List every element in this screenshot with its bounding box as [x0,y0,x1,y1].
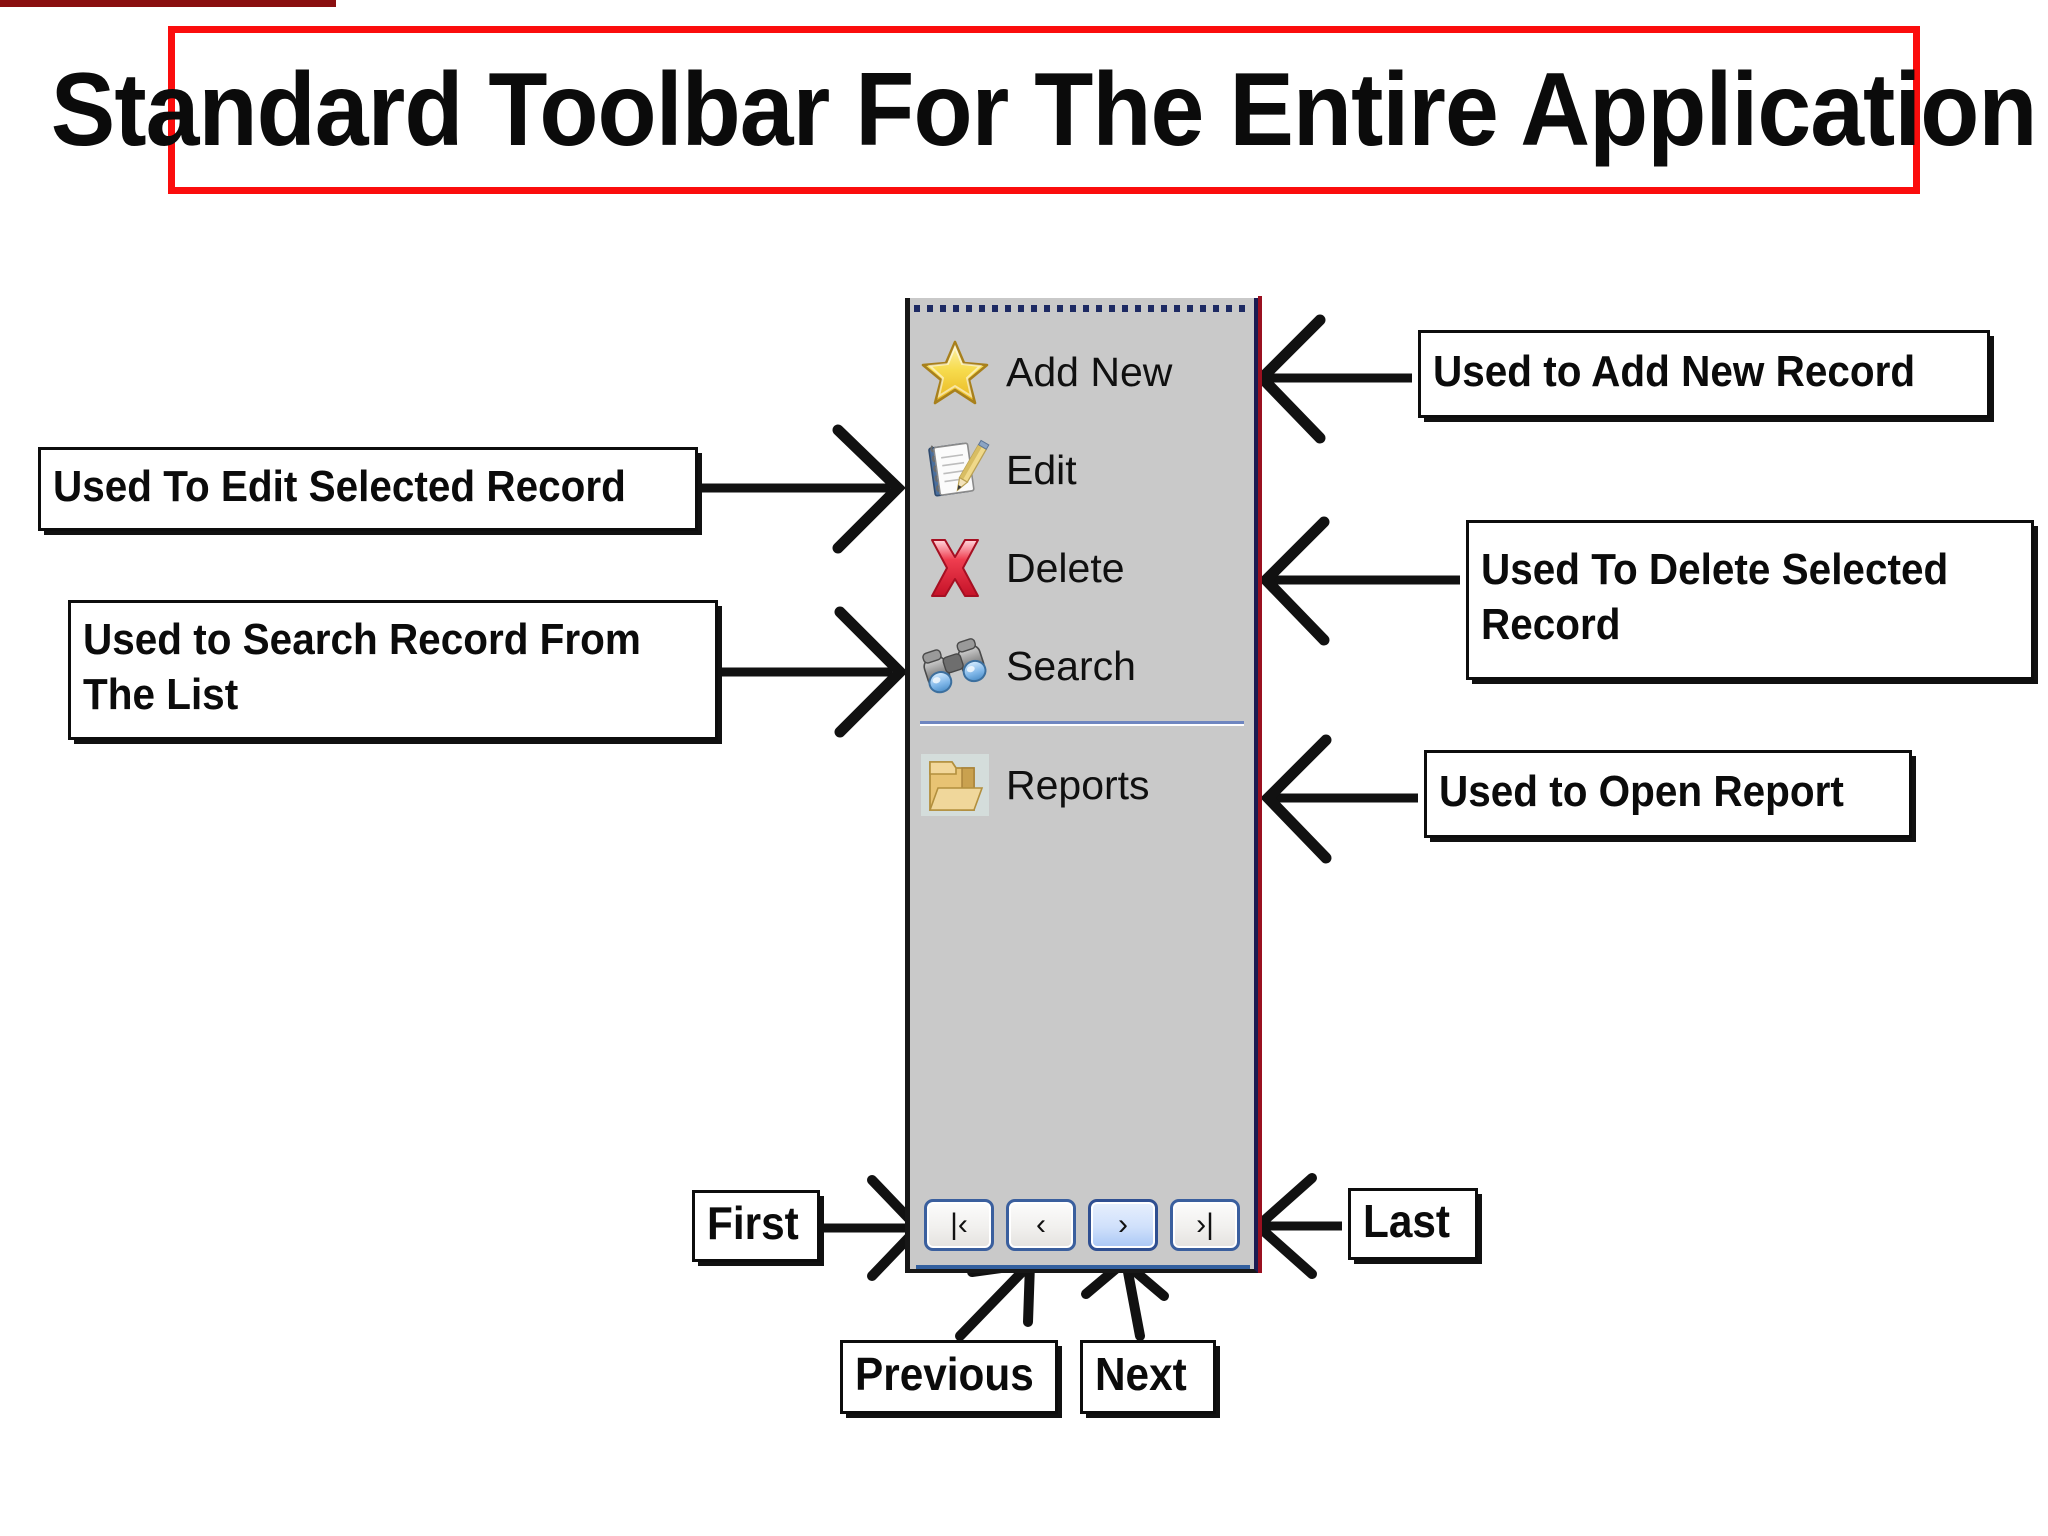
callout-add-new-text: Used to Add New Record [1433,346,1916,396]
toolbar-label-reports: Reports [1006,761,1150,808]
red-x-icon [918,531,992,605]
nav-next-glyph: › [1118,1208,1128,1241]
callout-delete-line2: Record [1481,600,1621,649]
star-icon [918,335,992,409]
callout-search: Used to Search Record From The List [68,600,718,740]
top-red-rule [0,0,336,7]
toolbar-label-add-new: Add New [1006,348,1173,395]
nav-button-last[interactable]: ›| [1170,1199,1240,1251]
callout-previous: Previous [840,1340,1058,1414]
nav-button-next[interactable]: › [1088,1199,1158,1251]
nav-button-previous[interactable]: ‹ [1006,1199,1076,1251]
toolbar-filler [910,834,1254,1199]
binoculars-icon [918,629,992,703]
nav-last-glyph: ›| [1196,1208,1214,1241]
toolbar-item-edit[interactable]: Edit [910,421,1254,519]
notebook-pencil-icon [918,433,992,507]
callout-first-text: First [707,1197,799,1250]
toolbar-item-list: Add New [910,319,1254,834]
page-title-box: Standard Toolbar For The Entire Applicat… [51,26,2038,194]
record-navigation-strip: |‹ ‹ › ›| [910,1199,1254,1259]
callout-reports: Used to Open Report [1424,750,1912,838]
callout-next: Next [1080,1340,1216,1414]
callout-last-text: Last [1363,1195,1451,1248]
page-title: Standard Toolbar For The Entire Applicat… [51,52,2038,168]
callout-delete: Used To Delete Selected Record [1466,520,2034,680]
callout-edit-text: Used To Edit Selected Record [53,461,626,511]
nav-strip-underline [916,1265,1250,1269]
toolbar-separator [920,721,1244,726]
toolbar-item-search[interactable]: Search [910,617,1254,715]
callout-previous-text: Previous [855,1348,1034,1401]
toolbar-item-delete[interactable]: Delete [910,519,1254,617]
folder-documents-icon [918,748,992,822]
toolbar-label-delete: Delete [1006,544,1125,591]
toolbar-drag-gripper[interactable] [914,303,1248,319]
callout-reports-text: Used to Open Report [1439,766,1844,816]
toolbar-label-edit: Edit [1006,446,1077,493]
callout-edit: Used To Edit Selected Record [38,447,698,531]
toolbar-item-add-new[interactable]: Add New [910,323,1254,421]
nav-first-glyph: |‹ [950,1208,968,1241]
nav-previous-glyph: ‹ [1036,1208,1046,1241]
standard-toolbar-panel: Add New [905,296,1262,1273]
toolbar-item-reports[interactable]: Reports [910,736,1254,834]
callout-next-text: Next [1095,1348,1187,1401]
callout-last: Last [1348,1188,1478,1260]
nav-button-first[interactable]: |‹ [924,1199,994,1251]
toolbar-label-search: Search [1006,642,1136,689]
callout-delete-line1: Used To Delete Selected [1481,545,1949,595]
callout-add-new: Used to Add New Record [1418,330,1990,418]
callout-search-line2: The List [83,670,239,719]
callout-search-line1: Used to Search Record From [83,615,641,665]
callout-first: First [692,1190,820,1262]
